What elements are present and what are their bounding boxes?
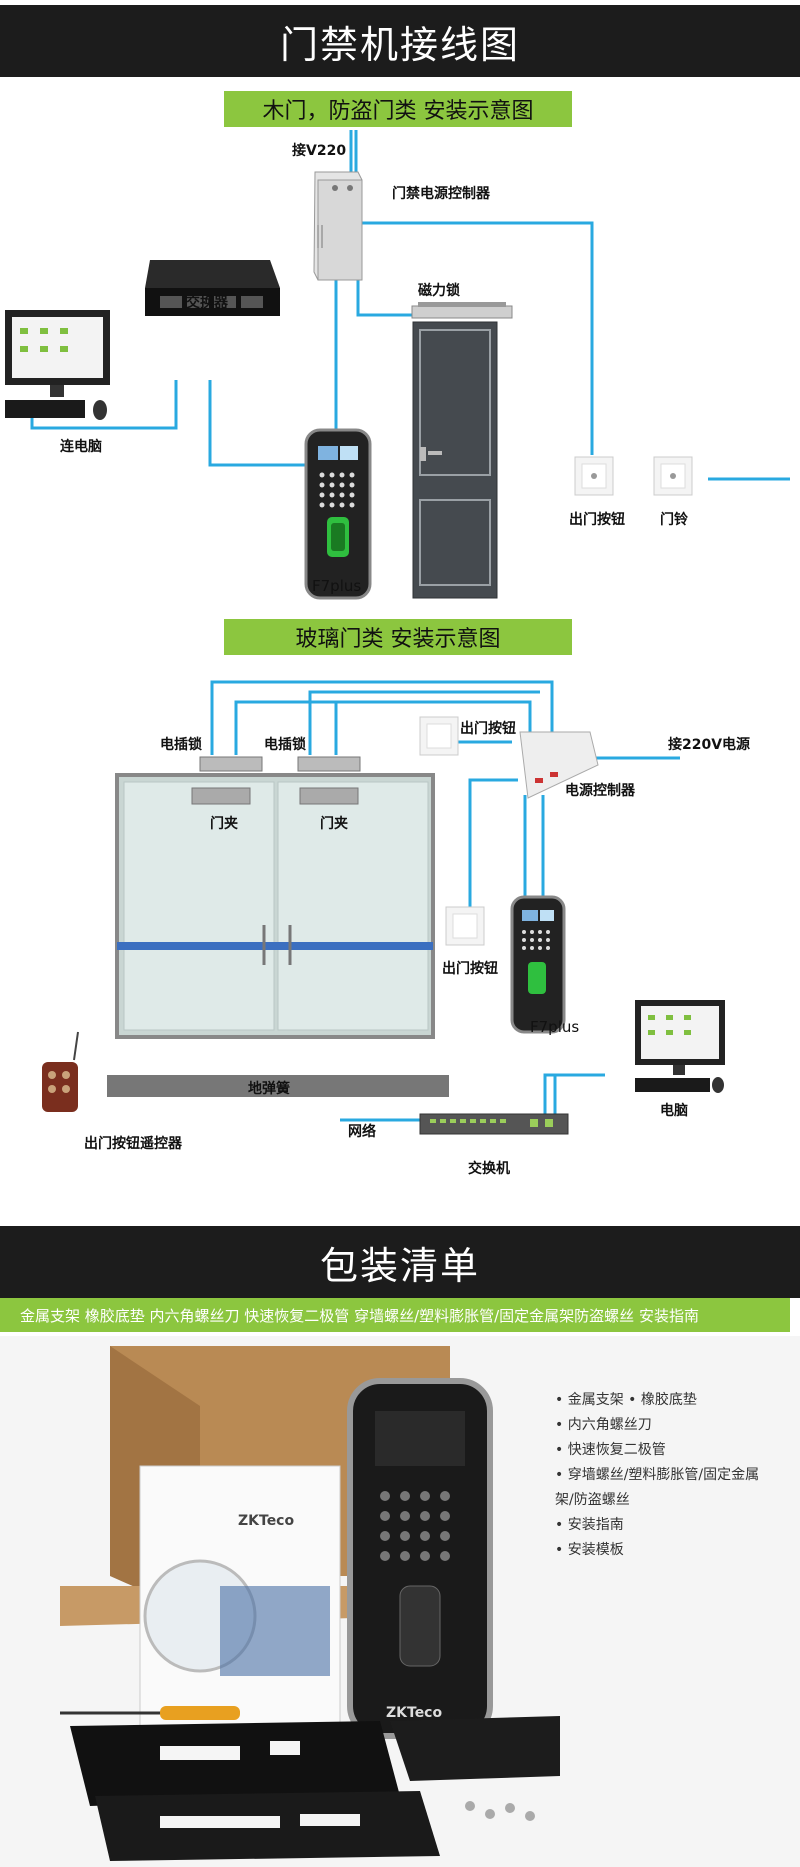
package-banner-title: 包装清单 (319, 1243, 480, 1288)
wood-door-diagram (5, 130, 790, 600)
brand-device-label: ZKTeco (386, 1705, 443, 1721)
exit-button-top-label: 出门按钮 (460, 721, 516, 737)
power-controller-icon (313, 171, 363, 281)
device-glass-label: F7plus (530, 1018, 580, 1036)
switch-icon (145, 260, 280, 316)
exit-button-icon (574, 456, 614, 496)
glass-door-diagram (42, 680, 725, 1135)
f7plus-device-icon (304, 428, 372, 600)
computer-label: 连电脑 (60, 439, 102, 455)
door-clamp-label-1: 门夹 (210, 816, 238, 832)
doorbell-label: 门铃 (660, 512, 688, 528)
network-label: 网络 (348, 1124, 376, 1140)
power-in-label: 接V220 (292, 143, 347, 159)
door-clamp-label-2: 门夹 (320, 816, 348, 832)
exit-button-mid-label: 出门按钮 (442, 961, 498, 977)
package-contents-bar: 金属支架 橡胶底垫 内六角螺丝刀 快速恢复二极管 穿墙螺丝/塑料膨胀管/固定金属… (0, 1298, 790, 1332)
package-item: • 金属支架 • 橡胶底垫 (555, 1392, 697, 1408)
package-item-list: • 金属支架 • 橡胶底垫 • 内六角螺丝刀 • 快速恢复二极管 • 穿墙螺丝/… (555, 1388, 790, 1563)
remote-control-icon (42, 1031, 79, 1112)
package-item: 架/防盗螺丝 (555, 1492, 630, 1508)
wood-door-icon (412, 321, 498, 599)
package-item: • 内六角螺丝刀 (555, 1417, 652, 1433)
wiring-banner: 门禁机接线图 (0, 5, 800, 77)
remote-label: 出门按钮遥控器 (84, 1136, 182, 1152)
package-banner: 包装清单 (0, 1226, 800, 1298)
exit-button-mid-icon (445, 906, 485, 946)
glass-door-title: 玻璃门类 安装示意图 (224, 619, 572, 655)
glass-door-icon (115, 756, 435, 1039)
brand-manual-label: ZKTeco (238, 1513, 295, 1529)
bolt-lock-label-1: 电插锁 (160, 737, 202, 753)
computer-icon (5, 310, 110, 420)
package-item: • 快速恢复二极管 (555, 1442, 666, 1458)
exit-button-label: 出门按钮 (569, 512, 625, 528)
package-item: • 安装指南 (555, 1517, 624, 1533)
wood-door-title-text: 木门，防盗门类 安装示意图 (262, 99, 534, 124)
package-item: • 安装模板 (555, 1542, 624, 1558)
network-switch-label: 交换机 (468, 1161, 510, 1177)
f7plus-glass-device-icon (510, 895, 566, 1034)
glass-door-title-text: 玻璃门类 安装示意图 (295, 627, 501, 652)
computer-glass-icon (635, 1000, 725, 1093)
floor-spring-label: 地弹簧 (248, 1081, 290, 1097)
package-photo (0, 1336, 800, 1867)
package-contents-bar-text: 金属支架 橡胶底垫 内六角螺丝刀 快速恢复二极管 穿墙螺丝/塑料膨胀管/固定金属… (20, 1306, 699, 1325)
power-controller-label: 门禁电源控制器 (392, 186, 490, 202)
wiring-banner-title: 门禁机接线图 (279, 22, 520, 67)
power-controller-glass-icon (519, 731, 599, 799)
magnetic-lock-label: 磁力锁 (418, 283, 460, 299)
network-switch-icon (419, 1113, 569, 1135)
wood-door-title: 木门，防盗门类 安装示意图 (224, 91, 572, 127)
package-item: • 穿墙螺丝/塑料膨胀管/固定金属 (555, 1467, 760, 1483)
computer-glass-label: 电脑 (660, 1103, 688, 1119)
floor-spring-bar (107, 1075, 449, 1097)
power-controller-glass-label: 电源控制器 (565, 783, 635, 799)
device-label: F7plus (312, 577, 362, 595)
doorbell-icon (653, 456, 693, 496)
bolt-lock-label-2: 电插锁 (264, 737, 306, 753)
exit-button-top-icon (419, 716, 459, 756)
magnetic-lock-icon (411, 302, 513, 319)
switch-label: 交换器 (186, 295, 228, 311)
power-220-label: 接220V电源 (668, 737, 751, 753)
